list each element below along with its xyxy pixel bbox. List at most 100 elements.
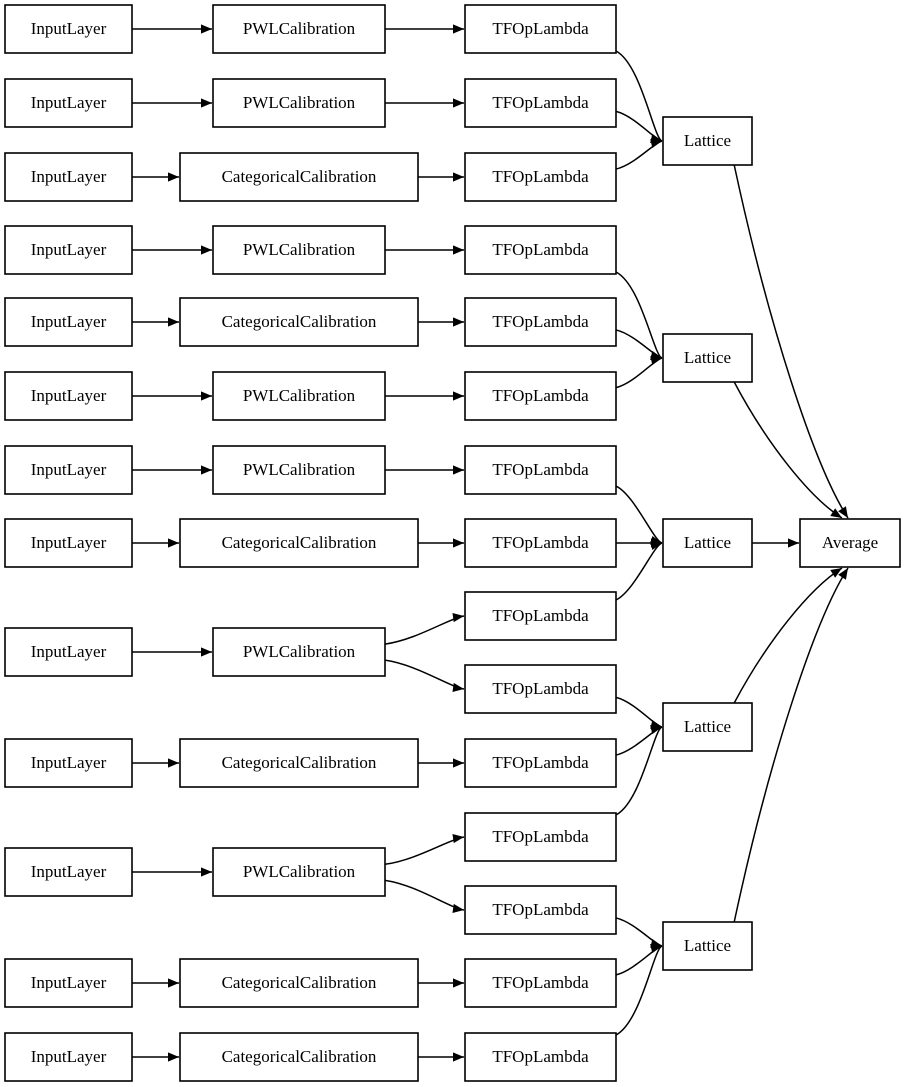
node-lattice-lat5[interactable]: Lattice xyxy=(662,921,753,971)
node-label: TFOpLambda xyxy=(492,386,589,405)
node-box xyxy=(662,921,753,971)
node-input-layer-in12[interactable]: InputLayer xyxy=(4,958,133,1008)
node-tfop-lambda-op1[interactable]: TFOpLambda xyxy=(464,4,617,54)
arrowhead-cal3-to-op3 xyxy=(453,172,464,182)
node-label: TFOpLambda xyxy=(492,753,589,772)
edge-cal9-to-op10 xyxy=(384,659,465,690)
node-box xyxy=(212,4,386,54)
node-tfop-lambda-op5[interactable]: TFOpLambda xyxy=(464,297,617,347)
node-tfop-lambda-op15[interactable]: TFOpLambda xyxy=(464,1032,617,1082)
node-input-layer-in6[interactable]: InputLayer xyxy=(4,371,133,421)
node-label: InputLayer xyxy=(31,460,107,479)
node-pwlcalibration-cal6[interactable]: PWLCalibration xyxy=(212,371,386,421)
node-label: CategoricalCalibration xyxy=(222,973,377,992)
node-tfop-lambda-op11[interactable]: TFOpLambda xyxy=(464,738,617,788)
arrowhead-cal11-to-op12 xyxy=(452,833,464,844)
node-input-layer-in8[interactable]: InputLayer xyxy=(4,518,133,568)
node-box xyxy=(4,445,133,495)
node-categorical-calibration-cal13[interactable]: CategoricalCalibration xyxy=(179,1032,419,1082)
node-box xyxy=(464,445,617,495)
node-label: TFOpLambda xyxy=(492,240,589,259)
node-box xyxy=(464,225,617,275)
node-input-layer-in10[interactable]: InputLayer xyxy=(4,738,133,788)
node-input-layer-in3[interactable]: InputLayer xyxy=(4,152,133,202)
node-input-layer-in1[interactable]: InputLayer xyxy=(4,4,133,54)
node-box xyxy=(212,445,386,495)
node-box xyxy=(464,371,617,421)
arrowhead-cal1-to-op1 xyxy=(453,24,464,34)
node-categorical-calibration-cal3[interactable]: CategoricalCalibration xyxy=(179,152,419,202)
arrowhead-cal2-to-op2 xyxy=(453,98,464,108)
node-label: Lattice xyxy=(684,936,731,955)
node-tfop-lambda-op12[interactable]: TFOpLambda xyxy=(464,812,617,862)
node-tfop-lambda-op14[interactable]: TFOpLambda xyxy=(464,958,617,1008)
edge-op12-to-lat4 xyxy=(615,726,663,816)
node-box xyxy=(212,847,386,897)
node-pwlcalibration-cal11[interactable]: PWLCalibration xyxy=(212,847,386,897)
node-average-avg[interactable]: Average xyxy=(799,518,901,568)
node-categorical-calibration-cal5[interactable]: CategoricalCalibration xyxy=(179,297,419,347)
node-tfop-lambda-op9[interactable]: TFOpLambda xyxy=(464,591,617,641)
node-lattice-lat3[interactable]: Lattice xyxy=(662,518,753,568)
node-tfop-lambda-op13[interactable]: TFOpLambda xyxy=(464,885,617,935)
arrowhead-in10-to-cal10 xyxy=(168,758,179,768)
arrowhead-cal6-to-op6 xyxy=(453,391,464,401)
node-box xyxy=(4,847,133,897)
node-input-layer-in9[interactable]: InputLayer xyxy=(4,627,133,677)
node-input-layer-in5[interactable]: InputLayer xyxy=(4,297,133,347)
node-tfop-lambda-op8[interactable]: TFOpLambda xyxy=(464,518,617,568)
node-pwlcalibration-cal2[interactable]: PWLCalibration xyxy=(212,78,386,128)
node-label: PWLCalibration xyxy=(243,19,356,38)
node-box xyxy=(662,702,753,752)
node-categorical-calibration-cal8[interactable]: CategoricalCalibration xyxy=(179,518,419,568)
node-box xyxy=(4,371,133,421)
node-box xyxy=(179,152,419,202)
node-box xyxy=(799,518,901,568)
node-label: PWLCalibration xyxy=(243,460,356,479)
node-tfop-lambda-op6[interactable]: TFOpLambda xyxy=(464,371,617,421)
node-label: TFOpLambda xyxy=(492,827,589,846)
node-label: PWLCalibration xyxy=(243,862,356,881)
node-box xyxy=(464,812,617,862)
node-box xyxy=(4,152,133,202)
node-pwlcalibration-cal4[interactable]: PWLCalibration xyxy=(212,225,386,275)
node-pwlcalibration-cal1[interactable]: PWLCalibration xyxy=(212,4,386,54)
edge-lat5-to-avg xyxy=(733,567,849,923)
node-label: TFOpLambda xyxy=(492,167,589,186)
edges-layer xyxy=(131,24,849,1062)
node-label: InputLayer xyxy=(31,240,107,259)
node-label: InputLayer xyxy=(31,973,107,992)
node-box xyxy=(464,885,617,935)
arrowhead-op15-to-lat5 xyxy=(650,944,662,954)
arrowhead-in6-to-cal6 xyxy=(201,391,212,401)
node-label: Average xyxy=(822,533,878,552)
node-lattice-lat4[interactable]: Lattice xyxy=(662,702,753,752)
arrowhead-cal4-to-op4 xyxy=(453,245,464,255)
node-tfop-lambda-op3[interactable]: TFOpLambda xyxy=(464,152,617,202)
node-label: TFOpLambda xyxy=(492,93,589,112)
node-pwlcalibration-cal7[interactable]: PWLCalibration xyxy=(212,445,386,495)
node-categorical-calibration-cal12[interactable]: CategoricalCalibration xyxy=(179,958,419,1008)
node-tfop-lambda-op2[interactable]: TFOpLambda xyxy=(464,78,617,128)
node-tfop-lambda-op10[interactable]: TFOpLambda xyxy=(464,664,617,714)
node-lattice-lat1[interactable]: Lattice xyxy=(662,116,753,166)
node-box xyxy=(464,1032,617,1082)
node-label: TFOpLambda xyxy=(492,460,589,479)
node-tfop-lambda-op7[interactable]: TFOpLambda xyxy=(464,445,617,495)
node-input-layer-in13[interactable]: InputLayer xyxy=(4,1032,133,1082)
node-box xyxy=(4,78,133,128)
node-tfop-lambda-op4[interactable]: TFOpLambda xyxy=(464,225,617,275)
node-input-layer-in2[interactable]: InputLayer xyxy=(4,78,133,128)
node-label: PWLCalibration xyxy=(243,240,356,259)
node-box xyxy=(4,297,133,347)
node-categorical-calibration-cal10[interactable]: CategoricalCalibration xyxy=(179,738,419,788)
node-label: InputLayer xyxy=(31,642,107,661)
node-input-layer-in7[interactable]: InputLayer xyxy=(4,445,133,495)
node-pwlcalibration-cal9[interactable]: PWLCalibration xyxy=(212,627,386,677)
node-input-layer-in4[interactable]: InputLayer xyxy=(4,225,133,275)
arrowhead-lat1-to-avg xyxy=(838,506,848,518)
node-lattice-lat2[interactable]: Lattice xyxy=(662,333,753,383)
node-input-layer-in11[interactable]: InputLayer xyxy=(4,847,133,897)
